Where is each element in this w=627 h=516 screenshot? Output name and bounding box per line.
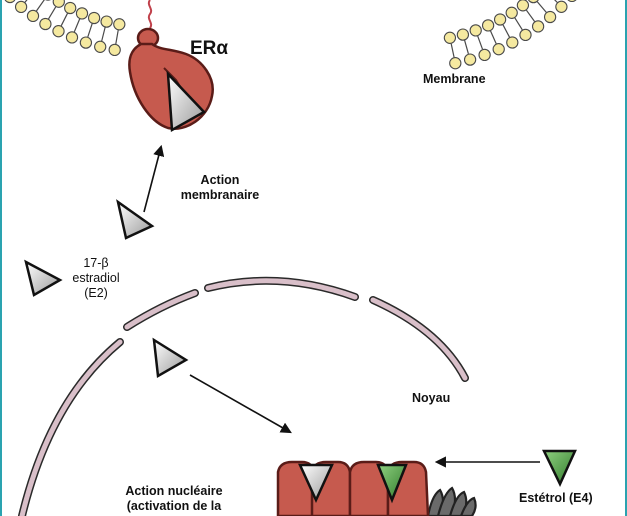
lipid-tail [24, 0, 28, 3]
lipid-tail [87, 23, 93, 38]
nuclear-receptor-dimer-icon [276, 460, 477, 516]
lipid-head [52, 25, 65, 38]
estradiol-line: estradiol [72, 271, 120, 285]
lipid-bilayer-left [4, 0, 126, 57]
lipid-head [481, 19, 495, 32]
lipid-head [108, 43, 121, 57]
lipid-head [516, 0, 530, 12]
estradiol-triangle-icon [116, 199, 155, 240]
nuclear-entry-arrow [189, 374, 292, 434]
lipid-tail [115, 30, 119, 45]
lipid-head [567, 0, 577, 3]
lipid-head [519, 28, 532, 42]
nuclear-action-line: (activation de la [126, 499, 222, 513]
nuclear-action-line: Action nucléaire [125, 484, 223, 498]
lipid-head [39, 17, 52, 31]
lipid-head [14, 0, 28, 14]
bound-estradiol-icon [166, 70, 207, 133]
estradiol-triangle-icon [152, 337, 189, 379]
nuclear-envelope [18, 276, 469, 516]
membrane-label: Membrane [423, 72, 486, 86]
nucleus-label: Noyau [412, 391, 451, 405]
lipid-tail [101, 27, 106, 42]
lipid-head [492, 43, 505, 56]
lipid-tail [47, 6, 57, 20]
lipid-head [478, 48, 491, 62]
estradiol-line: (E2) [84, 286, 108, 300]
lipid-head [449, 57, 462, 70]
lipid-head [506, 36, 519, 49]
estetrol-label: Estétrol (E4) [519, 491, 593, 505]
membrane-action-arrow [143, 144, 165, 213]
estradiol-triangle-icon [24, 259, 63, 297]
lipid-head [100, 15, 113, 28]
lipid-head [113, 18, 126, 31]
lipid-tail [502, 24, 511, 38]
lipid-tail [35, 0, 45, 12]
lipid-tail [60, 13, 69, 27]
lipid-tail [554, 0, 558, 3]
lipid-head [456, 28, 470, 41]
lipid-head [493, 13, 507, 26]
lipid-head [52, 0, 65, 8]
lipid-head [65, 31, 79, 44]
lipid-head [443, 31, 457, 44]
lipid-head [94, 40, 107, 53]
estradiol-label: 17-β estradiol (E2) [66, 256, 126, 301]
lipid-head [79, 36, 93, 49]
lipid-head [531, 20, 545, 33]
estradiol-line: 17-β [83, 256, 109, 270]
lipid-head [469, 24, 482, 37]
bound-estradiol-icon [298, 463, 334, 504]
bound-estetrol-icon [376, 463, 408, 504]
receptor-label: ERα [190, 38, 229, 59]
membrane-action-line: Action [200, 173, 240, 187]
lipid-tail [450, 43, 455, 58]
lipid-tail [536, 1, 547, 13]
lipid-tail [464, 40, 469, 54]
lipid-head [64, 1, 77, 15]
lipid-tail [514, 17, 523, 31]
lipid-head [75, 7, 89, 20]
lipid-head [4, 0, 16, 4]
lipid-head [463, 53, 477, 66]
lipid-head [87, 11, 101, 25]
membrane-receptor-icon [128, 0, 214, 133]
lipid-head [527, 0, 539, 4]
lipid-tail [525, 9, 536, 22]
membrane-action-label: Action membranaire [178, 173, 262, 203]
lipid-bilayer-right [443, 0, 577, 70]
lipid-head [505, 6, 518, 19]
lipid-head [26, 9, 40, 23]
estetrol-triangle-icon [542, 449, 577, 487]
membrane-action-line: membranaire [180, 188, 260, 202]
lipid-tail [489, 30, 497, 44]
lipid-head [543, 10, 557, 24]
lipid-head [555, 0, 568, 13]
lipid-tail [477, 35, 484, 50]
nuclear-action-label: Action nucléaire (activation de la [112, 484, 236, 514]
lipid-tail [73, 18, 81, 33]
